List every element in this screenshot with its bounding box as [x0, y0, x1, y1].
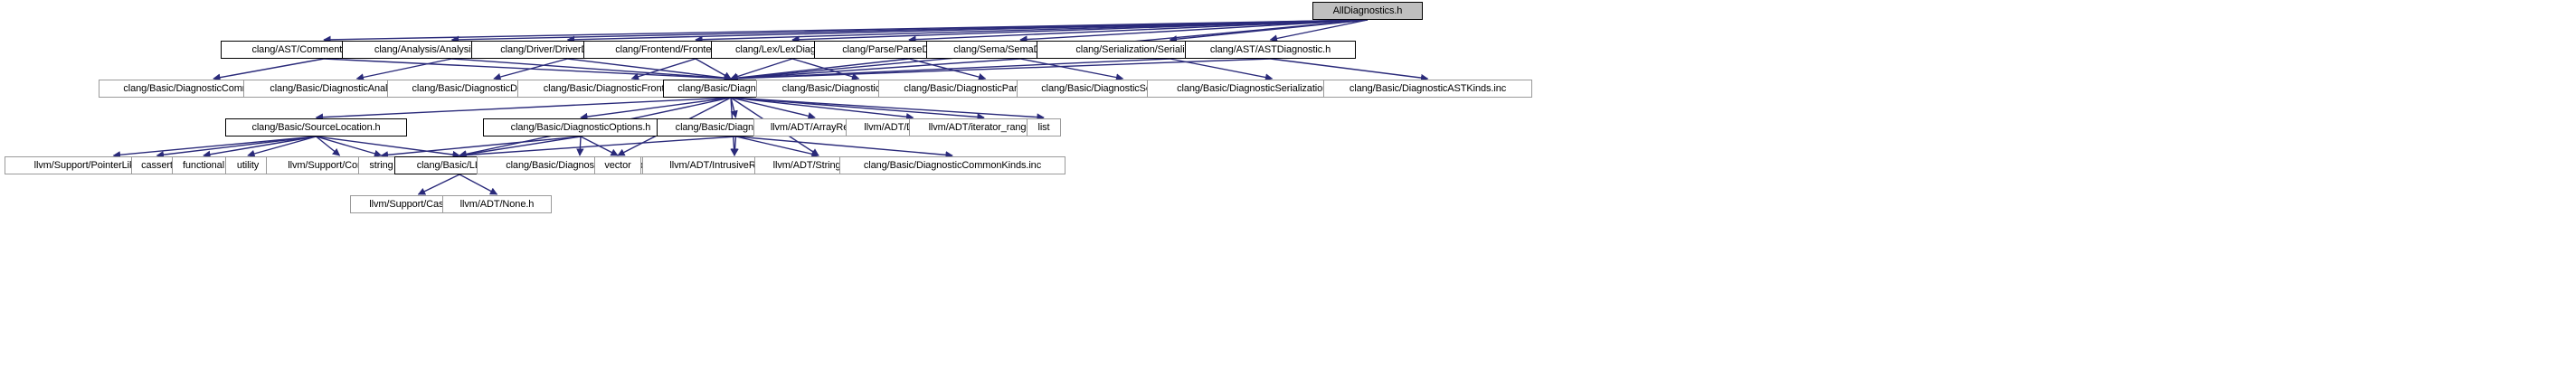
- graph-node-label: AllDiagnostics.h: [1332, 5, 1403, 16]
- graph-edge: [315, 97, 732, 121]
- graph-edge: [731, 136, 739, 156]
- graph-edge: [730, 97, 1045, 121]
- graph-edge: [323, 19, 1368, 44]
- graph-edge: [580, 97, 732, 121]
- graph-edge: [580, 136, 619, 156]
- graph-node-label: clang/AST/ASTDiagnostic.h: [1209, 43, 1331, 55]
- graph-edge: [380, 136, 582, 159]
- graph-edge: [730, 58, 910, 82]
- graph-edge: [730, 58, 1170, 82]
- graph-edge: [730, 97, 816, 120]
- graph-node[interactable]: utility: [225, 156, 270, 174]
- graph-node-label: clang/Basic/DiagnosticOptions.h: [510, 121, 651, 133]
- graph-node[interactable]: clang/AST/ASTDiagnostic.h: [1185, 41, 1356, 59]
- graph-edge: [1269, 19, 1368, 42]
- graph-edge: [417, 174, 460, 195]
- graph-node-label: clang/Basic/DiagnosticCommonKinds.inc: [863, 159, 1042, 171]
- graph-edge: [1169, 19, 1368, 43]
- graph-node[interactable]: AllDiagnostics.h: [1312, 2, 1423, 20]
- graph-edge: [316, 136, 460, 159]
- graph-node-label: string: [369, 159, 393, 171]
- graph-edge: [567, 58, 732, 82]
- graph-edge: [451, 58, 732, 82]
- graph-node-label: clang/Basic/DiagnosticASTKinds.inc: [1349, 82, 1507, 94]
- graph-node-label: clang/Basic/SourceLocation.h: [251, 121, 381, 133]
- graph-edge: [576, 136, 584, 156]
- graph-edge: [791, 19, 1368, 43]
- graph-edge: [323, 58, 732, 82]
- graph-edge: [1019, 19, 1368, 43]
- graph-edge: [735, 136, 819, 158]
- graph-edge: [1270, 58, 1429, 82]
- graph-edge: [730, 97, 985, 121]
- graph-node-label: list: [1037, 121, 1050, 133]
- graph-edge: [908, 19, 1368, 43]
- graph-edge: [493, 58, 568, 81]
- graph-edge: [735, 136, 953, 159]
- graph-node-label: vector: [604, 159, 631, 171]
- graph-node[interactable]: clang/Basic/DiagnosticOptions.h: [483, 118, 678, 137]
- graph-edge: [316, 136, 383, 157]
- graph-edge: [695, 58, 732, 80]
- graph-edge: [1170, 58, 1274, 81]
- graph-edge: [459, 174, 498, 195]
- graph-node[interactable]: vector: [594, 156, 641, 174]
- graph-edge: [730, 97, 914, 121]
- graph-node[interactable]: llvm/ADT/None.h: [442, 195, 552, 213]
- graph-edge: [695, 19, 1368, 43]
- graph-edge: [459, 136, 582, 158]
- graph-edge: [566, 19, 1368, 44]
- graph-edge: [791, 58, 860, 80]
- graph-node[interactable]: clang/Basic/DiagnosticASTKinds.inc: [1323, 80, 1532, 98]
- graph-edge: [730, 58, 1271, 82]
- graph-node-label: utility: [236, 159, 260, 171]
- graph-node-label: functional: [182, 159, 225, 171]
- graph-edge: [459, 136, 736, 159]
- graph-node-label: llvm/ADT/None.h: [459, 198, 535, 210]
- graph-node[interactable]: clang/Basic/DiagnosticCommonKinds.inc: [839, 156, 1065, 174]
- graph-edge: [730, 58, 793, 80]
- graph-node[interactable]: list: [1027, 118, 1061, 137]
- graph-edge: [112, 136, 317, 159]
- graph-edge: [1019, 58, 1124, 81]
- graph-edge: [908, 58, 987, 81]
- graph-edge: [203, 136, 317, 158]
- graph-edge: [213, 58, 325, 81]
- graph-edge: [730, 58, 1021, 82]
- graph-node[interactable]: clang/Basic/SourceLocation.h: [225, 118, 407, 137]
- graph-edge: [450, 19, 1368, 44]
- graph-edge: [316, 136, 341, 156]
- graph-edge: [355, 58, 452, 81]
- graph-edge: [156, 136, 317, 159]
- graph-edge: [247, 136, 317, 158]
- graph-edge: [730, 97, 738, 118]
- graph-edge: [630, 58, 696, 80]
